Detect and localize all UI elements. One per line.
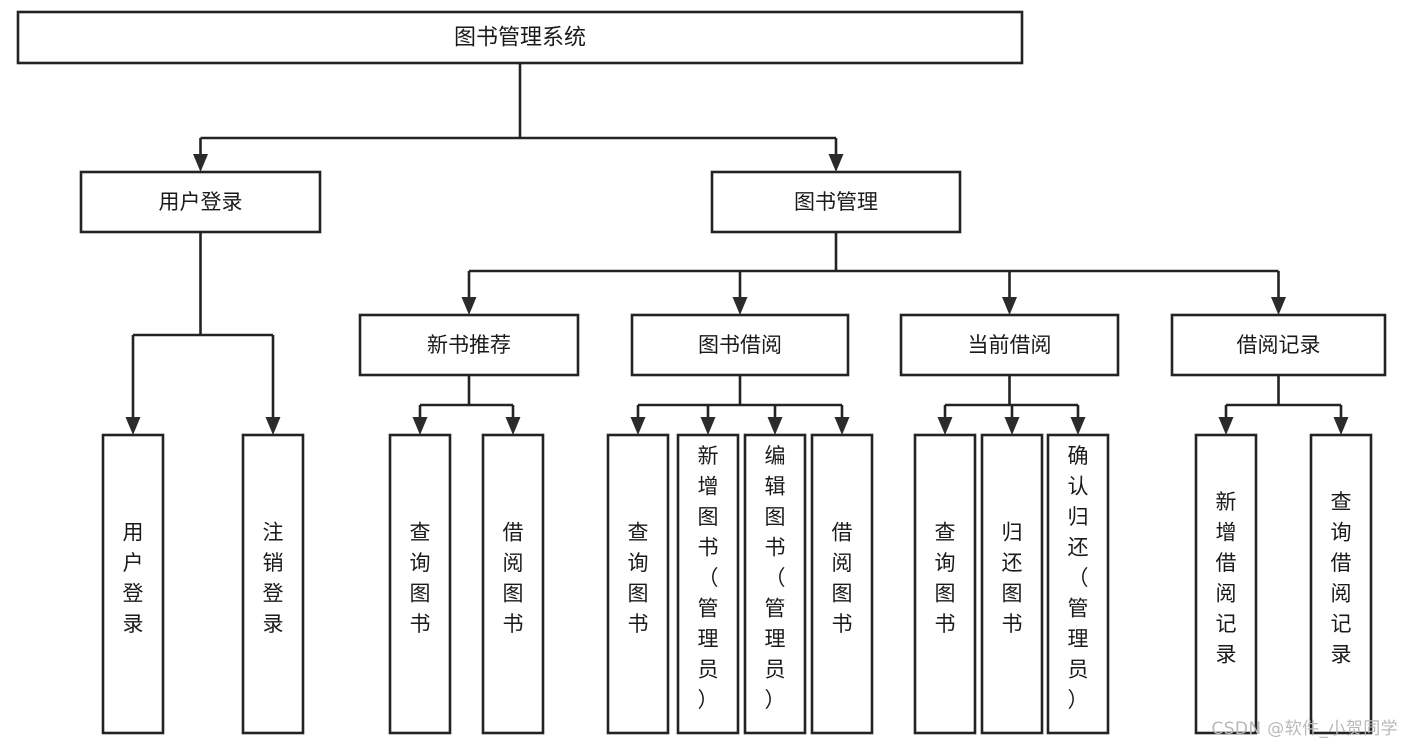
node-book-borrow[interactable]: 图书借阅: [630, 313, 850, 377]
node-label: 查询借阅记录: [1331, 490, 1352, 667]
node-leaf-query-book-3[interactable]: 查询图书: [913, 433, 977, 735]
node-new-book-recommend[interactable]: 新书推荐: [358, 313, 580, 377]
node-label: 新书推荐: [427, 333, 511, 357]
node-user-login[interactable]: 用户登录: [79, 170, 322, 234]
node-leaf-query-book-1[interactable]: 查询图书: [388, 433, 452, 735]
node-leaf-query-record[interactable]: 查询借阅记录: [1309, 433, 1373, 735]
arrow-head-icon: [193, 154, 208, 172]
node-box: [1194, 433, 1258, 735]
node-box: [913, 433, 977, 735]
arrow-head-icon: [700, 417, 716, 435]
node-label: 当前借阅: [968, 333, 1052, 357]
node-box: [1170, 313, 1387, 377]
node-leaf-confirm-return[interactable]: 确认归还（管理员）: [1046, 433, 1110, 735]
arrow-head-icon: [412, 417, 428, 435]
node-label: 图书管理: [794, 190, 878, 214]
node-label: 归还图书: [1002, 520, 1023, 636]
node-box: [101, 433, 165, 735]
arrow-head-icon: [630, 417, 646, 435]
csdn-watermark: CSDN @软件_小贺同学: [1211, 719, 1398, 739]
node-label: 注销登录: [263, 520, 284, 636]
node-box: [1046, 433, 1110, 735]
node-leaf-borrow-book-2[interactable]: 借阅图书: [810, 433, 874, 735]
arrow-head-icon: [1333, 417, 1349, 435]
node-label: 新增借阅记录: [1216, 490, 1237, 667]
node-leaf-add-book[interactable]: 新增图书（管理员）: [676, 433, 740, 735]
arrow-head-icon: [505, 417, 521, 435]
arrow-head-icon: [834, 417, 850, 435]
node-leaf-borrow-book-1[interactable]: 借阅图书: [481, 433, 545, 735]
node-leaf-return-book[interactable]: 归还图书: [980, 433, 1044, 735]
node-box: [676, 433, 740, 735]
node-label: 借阅图书: [503, 520, 524, 636]
node-root[interactable]: 图书管理系统: [16, 10, 1024, 65]
node-box: [899, 313, 1120, 377]
node-box: [980, 433, 1044, 735]
node-label: 查询图书: [410, 520, 431, 636]
node-box: [630, 313, 850, 377]
node-box: [710, 170, 962, 234]
node-box: [810, 433, 874, 735]
node-label: 图书管理系统: [454, 26, 586, 51]
arrow-head-icon: [1002, 297, 1017, 315]
node-label: 借阅图书: [832, 520, 853, 636]
node-label: 查询图书: [628, 520, 649, 636]
node-box: [16, 10, 1024, 65]
node-box: [743, 433, 807, 735]
node-box: [481, 433, 545, 735]
node-label: 编辑图书（管理员）: [765, 444, 786, 712]
arrow-head-icon: [1271, 297, 1286, 315]
node-box: [606, 433, 670, 735]
node-label: 新增图书（管理员）: [698, 444, 719, 712]
node-box: [79, 170, 322, 234]
arrow-head-icon: [1218, 417, 1234, 435]
arrow-head-icon: [125, 417, 141, 435]
node-leaf-user-logout[interactable]: 注销登录: [241, 433, 305, 735]
node-label: 用户登录: [159, 190, 243, 214]
arrow-head-icon: [828, 154, 844, 172]
node-label: 借阅记录: [1237, 333, 1321, 357]
node-leaf-query-book-2[interactable]: 查询图书: [606, 433, 670, 735]
node-box: [1309, 433, 1373, 735]
node-label: 用户登录: [123, 520, 144, 636]
node-layer: 图书管理系统用户登录图书管理新书推荐图书借阅当前借阅借阅记录用户登录注销登录查询…: [16, 10, 1387, 735]
node-leaf-add-record[interactable]: 新增借阅记录: [1194, 433, 1258, 735]
arrow-head-icon: [461, 297, 477, 315]
node-box: [358, 313, 580, 377]
node-borrow-record[interactable]: 借阅记录: [1170, 313, 1387, 377]
node-label: 查询图书: [935, 520, 956, 636]
node-current-borrow[interactable]: 当前借阅: [899, 313, 1120, 377]
arrow-head-icon: [767, 417, 783, 435]
node-box: [388, 433, 452, 735]
node-label: 确认归还（管理员）: [1068, 444, 1089, 712]
node-book-manage[interactable]: 图书管理: [710, 170, 962, 234]
arrow-head-icon: [732, 297, 748, 315]
node-leaf-edit-book[interactable]: 编辑图书（管理员）: [743, 433, 807, 735]
arrow-head-icon: [1070, 417, 1086, 435]
connector-layer: [125, 63, 1349, 435]
node-box: [241, 433, 305, 735]
node-leaf-user-login[interactable]: 用户登录: [101, 433, 165, 735]
arrow-head-icon: [265, 417, 281, 435]
arrow-head-icon: [937, 417, 953, 435]
arrow-head-icon: [1004, 417, 1020, 435]
node-label: 图书借阅: [698, 333, 782, 357]
